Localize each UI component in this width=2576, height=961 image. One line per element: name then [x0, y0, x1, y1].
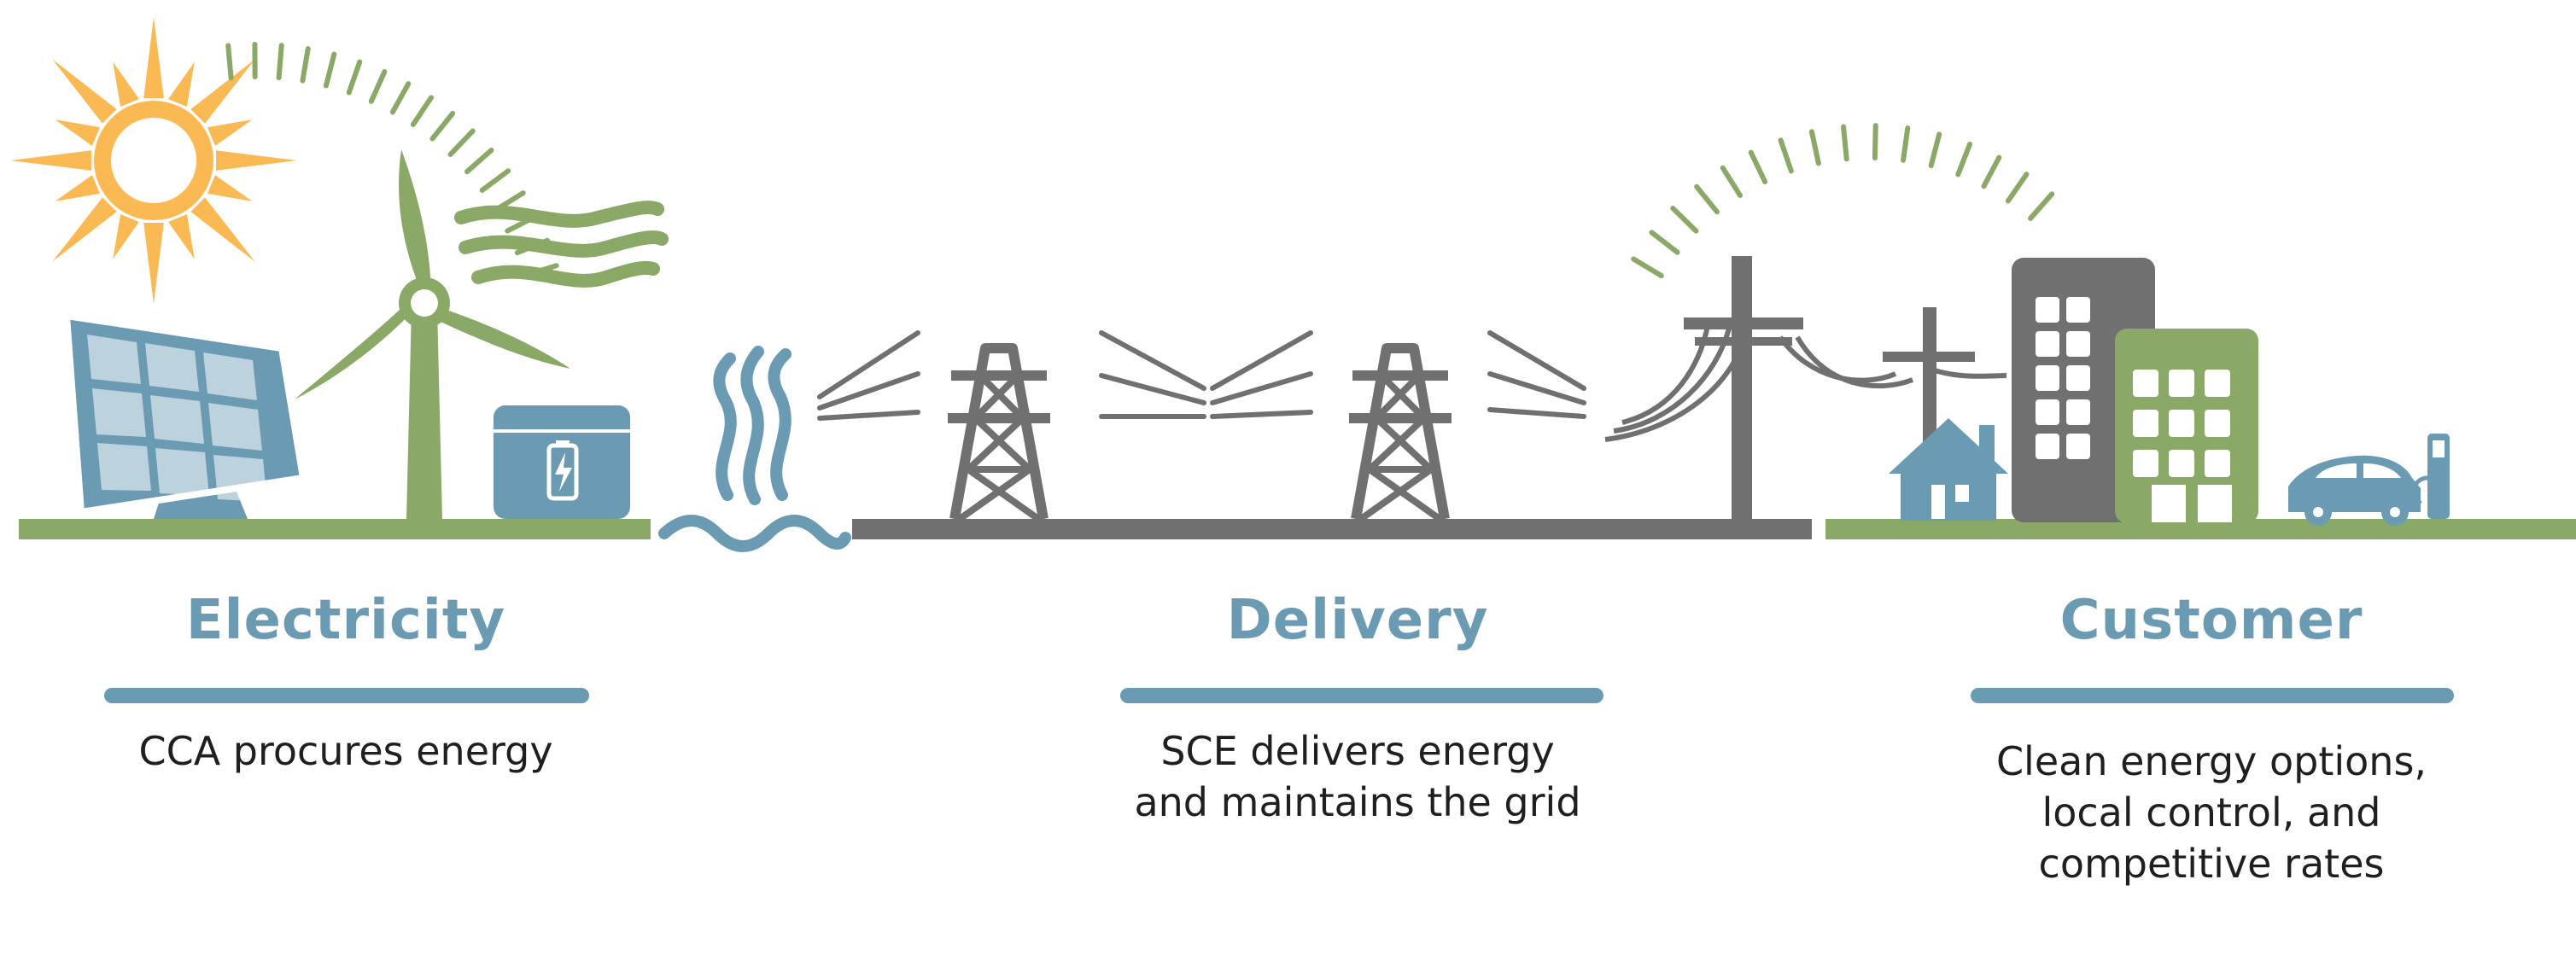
office-building-icon: [2115, 329, 2258, 523]
charging-station-icon: [2412, 434, 2450, 519]
wind-gusts-icon: [454, 201, 669, 288]
transmission-tower-icon: [1349, 343, 1452, 522]
stage-description: Clean energy options, local control, and…: [1955, 736, 2468, 889]
stage-title: Electricity: [185, 589, 506, 652]
stage-title: Customer: [2059, 589, 2363, 652]
electric-car-icon: [2288, 455, 2421, 526]
stage-electricity: Electricity CCA procures energy: [94, 589, 598, 794]
ground-line-electricity: [19, 519, 651, 539]
energy-flow-lines: [817, 330, 1586, 421]
stage-description-line: local control, and: [2042, 789, 2381, 836]
utility-pole-icon: [1684, 256, 1803, 522]
stage-description-line: CCA procures energy: [138, 728, 553, 774]
solar-panel-icon: [62, 312, 307, 519]
geothermal-heat-icon: [713, 346, 791, 505]
stage-description-line: and maintains the grid: [1134, 779, 1581, 825]
stage-divider: [104, 688, 589, 703]
stage-description: CCA procures energy: [94, 725, 598, 777]
house-icon: [1889, 418, 2008, 521]
stage-title: Delivery: [1226, 589, 1489, 652]
stage-description-line: SCE delivers energy: [1160, 728, 1555, 774]
stage-description-line: Clean energy options,: [1995, 738, 2427, 784]
stage-customer: Customer Clean energy options, local con…: [1955, 589, 2468, 896]
ground-line-delivery: [852, 519, 1812, 539]
battery-icon: [494, 405, 630, 519]
stage-delivery: Delivery SCE delivers energy and maintai…: [1110, 589, 1605, 845]
water-waves-icon: [658, 515, 851, 552]
wind-turbine-icon: [295, 149, 570, 519]
transmission-tower-icon: [948, 343, 1050, 522]
stage-description-line: competitive rates: [2038, 841, 2385, 887]
stage-description: SCE delivers energy and maintains the gr…: [1110, 725, 1605, 828]
sun-icon: [10, 17, 297, 304]
stage-divider: [1120, 688, 1603, 703]
signal-arc: [1631, 123, 2055, 279]
stage-divider: [1971, 688, 2454, 703]
